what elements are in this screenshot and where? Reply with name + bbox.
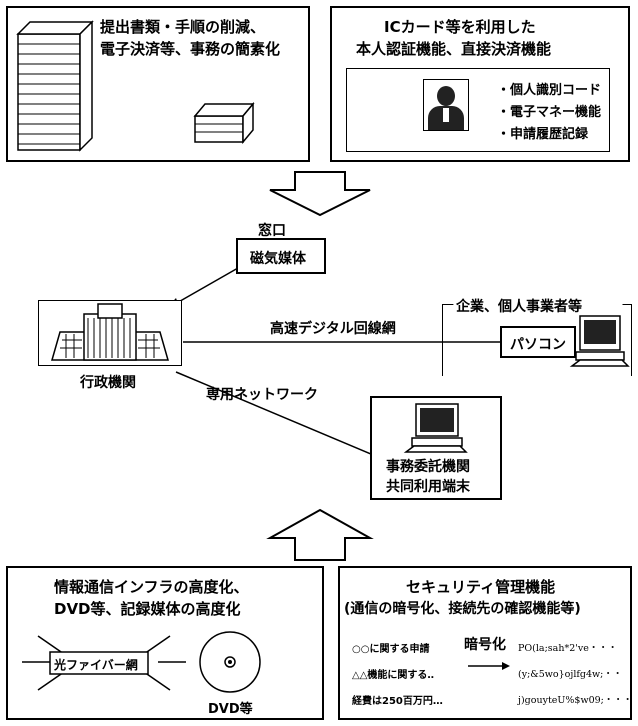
plain-line-2: △△機能に関する‥ <box>352 670 435 681</box>
magnetic-media-box: 磁気媒体 <box>236 238 326 274</box>
government-label: 行政機関 <box>80 375 136 391</box>
bottom-left-line2: DVD等、記録媒体の高度化 <box>54 600 241 618</box>
bottom-left-line1: 情報通信インフラの高度化、 <box>54 578 249 596</box>
window-label: 窓口 <box>258 223 286 239</box>
feature-item-2: ・電子マネー機能 <box>497 105 602 120</box>
magnetic-media-label: 磁気媒体 <box>250 251 306 267</box>
ic-card: ・個人識別コード ・電子マネー機能 ・申請履歴記録 <box>346 68 610 152</box>
feature-item-1: ・個人識別コード <box>497 83 602 98</box>
top-left-line1: 提出書類・手順の削減、 <box>100 18 266 36</box>
bottom-right-box: セキュリティ管理機能 (通信の暗号化、接続先の確認機能等) ○○に関する申請 △… <box>338 566 632 720</box>
private-network-line <box>175 371 391 463</box>
up-arrow <box>266 508 374 561</box>
dvd-label: DVD等 <box>208 702 253 717</box>
bottom-right-line1: セキュリティ管理機能 <box>406 578 556 596</box>
down-arrow <box>269 171 371 217</box>
top-right-line1: ICカード等を利用した <box>384 18 536 36</box>
bottom-left-box: 情報通信インフラの高度化、 DVD等、記録媒体の高度化 <box>6 566 324 720</box>
highspeed-network-label: 高速デジタル回線網 <box>270 321 396 337</box>
cipher-line-1: PO(la;sah*2've・・・ <box>518 643 618 654</box>
pc-box: パソコン <box>500 326 576 358</box>
feature-item-3: ・申請履歴記録 <box>497 127 589 142</box>
business-header: 企業、個人事業者等 <box>456 299 582 315</box>
top-right-box: ICカード等を利用した 本人認証機能、直接決済機能 ・個人識別コード ・電子マネ… <box>330 6 630 162</box>
terminal-line2: 共同利用端末 <box>386 479 470 495</box>
plain-line-1: ○○に関する申請 <box>352 644 430 655</box>
bottom-right-line2: (通信の暗号化、接続先の確認機能等) <box>344 601 581 617</box>
top-right-line2: 本人認証機能、直接決済機能 <box>356 40 552 58</box>
private-network-label: 専用ネットワーク <box>206 387 318 403</box>
cipher-line-2: (y;&5wo}ojlfg4w;・・ <box>518 669 623 680</box>
fiber-network-label: 光ファイバー網 <box>54 658 138 672</box>
cipher-line-3: j)gouyteU%$w09;・・・ <box>518 695 633 706</box>
pc-label: パソコン <box>510 337 566 353</box>
top-left-line2: 電子決済等、事務の簡素化 <box>100 40 281 58</box>
card-photo-icon <box>423 79 469 131</box>
encrypt-label: 暗号化 <box>464 637 506 653</box>
terminal-line1: 事務委託機関 <box>386 459 470 475</box>
plain-line-3: 経費は250百万円… <box>352 696 443 707</box>
